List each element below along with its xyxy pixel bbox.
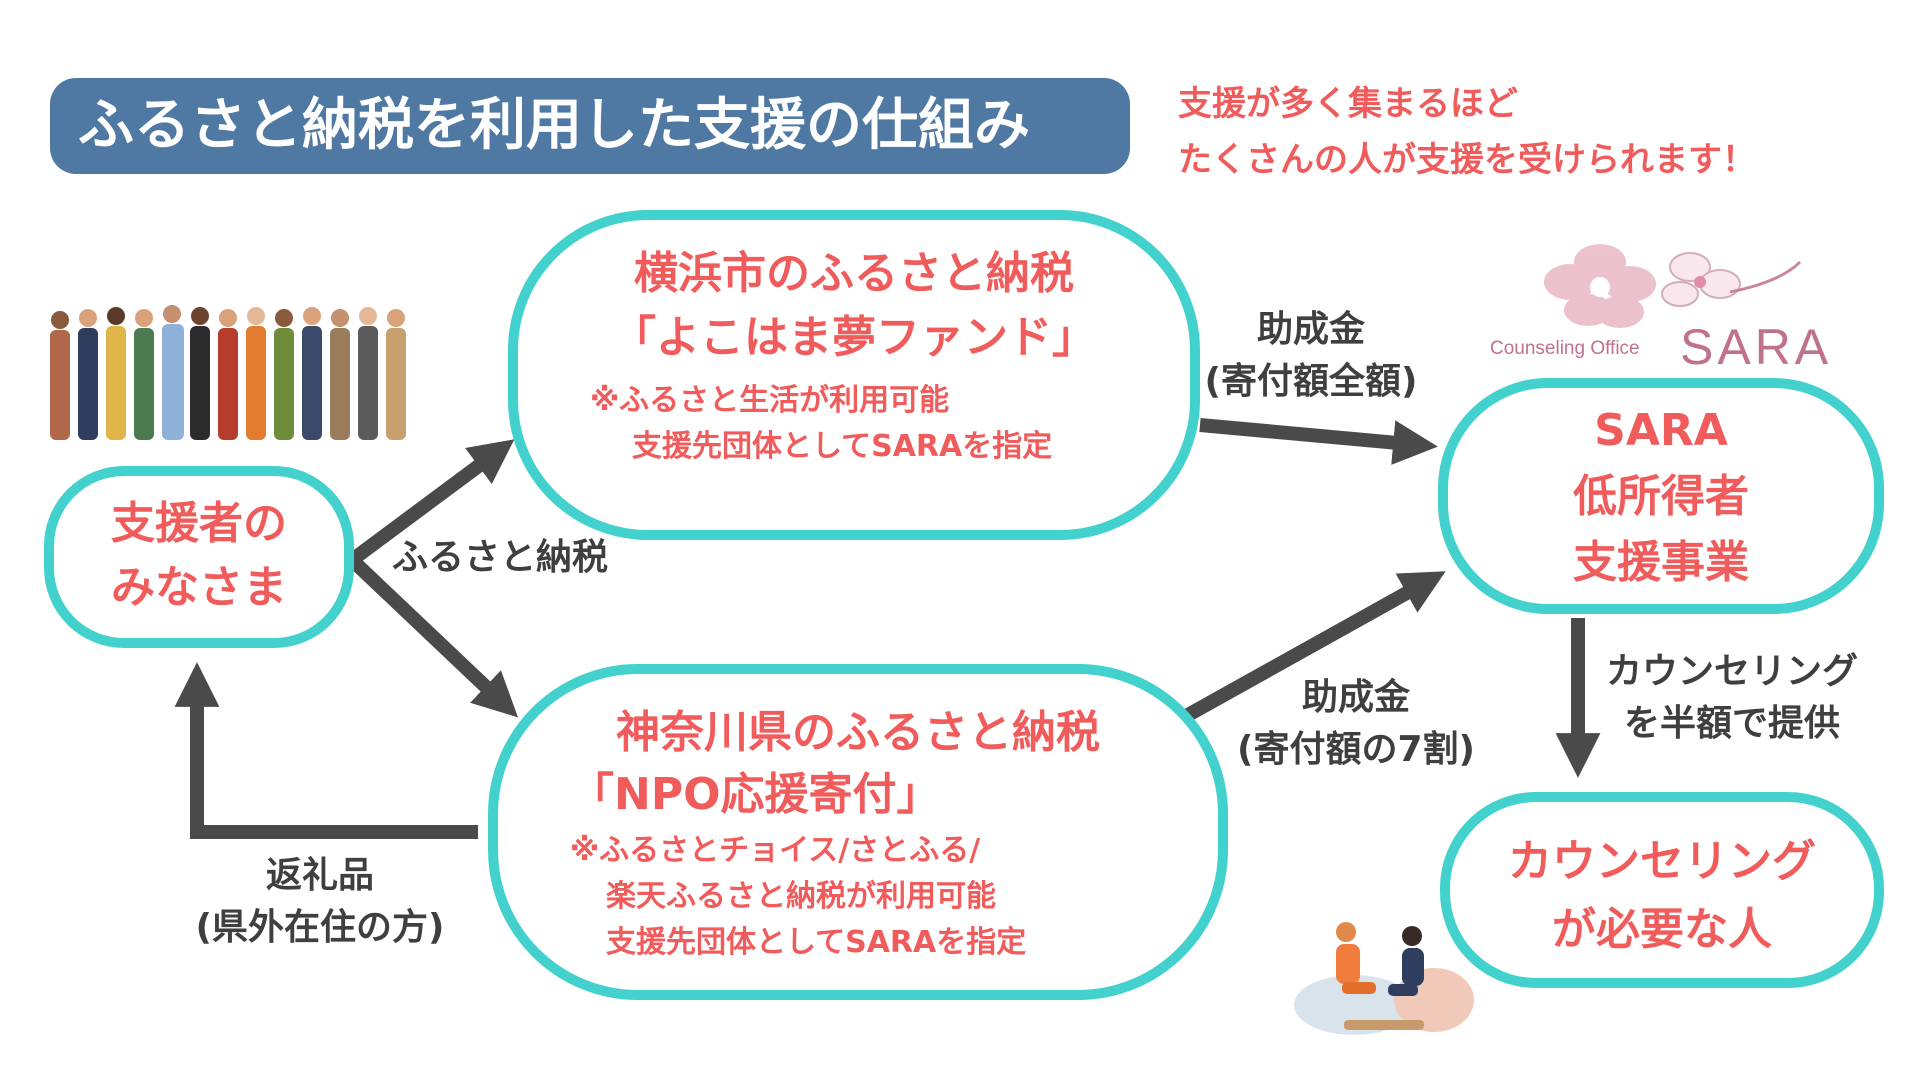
yokohama-note-2: 支援先団体としてSARAを指定: [632, 429, 1053, 464]
people-line-2: が必要な人: [1552, 904, 1772, 955]
yokohama-title-1: 横浜市のふるさと納税: [634, 248, 1074, 299]
kanagawa-note-1: ※ふるさとチョイス/さとふる/: [570, 833, 981, 868]
page-title: ふるさと納税を利用した支援の仕組み: [50, 78, 1130, 174]
label-counseling-offer: カウンセリング を半額で提供: [1582, 646, 1882, 750]
node-yokohama: 横浜市のふるさと納税 「よこはま夢ファンド」 ※ふるさと生活が利用可能 支援先団…: [508, 210, 1200, 540]
node-supporters: 支援者の みなさま: [44, 466, 354, 648]
arrow-to-kanagawa: [347, 554, 519, 718]
label-grant-1: 助成金 (寄付額全額): [1196, 304, 1426, 408]
kanagawa-note-2: 楽天ふるさと納税が利用可能: [606, 879, 996, 914]
yokohama-note-1: ※ふるさと生活が利用可能: [590, 383, 950, 418]
gift-title: 返礼品: [265, 855, 374, 896]
arrow-kanagawa-to-sara: [1184, 571, 1446, 722]
arrow-gift-return: [174, 662, 478, 839]
grant-1-detail: (寄付額全額): [1204, 361, 1418, 402]
counseling-offer-line-2: を半額で提供: [1623, 703, 1840, 744]
flower-logo-icon: [1544, 244, 1802, 328]
yokohama-title-2: 「よこはま夢ファンド」: [612, 312, 1096, 363]
sara-line-1: SARA: [1594, 405, 1728, 456]
kanagawa-note-3: 支援先団体としてSARAを指定: [606, 925, 1027, 960]
logo-big-text: SARA: [1680, 319, 1833, 375]
gift-detail: (県外在住の方): [195, 907, 445, 948]
note-text: 支援が多く集まるほど たくさんの人が支援を受けられます！: [1178, 76, 1756, 188]
supporters-line-1: 支援者の: [111, 498, 287, 549]
supporters-line-2: みなさま: [111, 562, 287, 613]
counseling-illustration: [1284, 910, 1484, 1040]
counseling-offer-line-1: カウンセリング: [1605, 651, 1858, 692]
sara-line-3: 支援事業: [1573, 537, 1749, 588]
grant-2-title: 助成金: [1301, 677, 1410, 718]
grant-2-detail: (寄付額の7割): [1237, 729, 1475, 770]
node-sara: SARA 低所得者 支援事業: [1438, 378, 1884, 614]
sara-logo: Counseling Office SARA: [1480, 222, 1840, 382]
grant-1-title: 助成金: [1256, 309, 1365, 350]
kanagawa-title-1: 神奈川県のふるさと納税: [616, 707, 1100, 758]
note-line-2: たくさんの人が支援を受けられます！: [1178, 140, 1756, 180]
crowd-illustration: [40, 300, 430, 450]
node-kanagawa: 神奈川県のふるさと納税 「NPO応援寄付」 ※ふるさとチョイス/さとふる/ 楽天…: [488, 664, 1228, 1000]
label-gift: 返礼品 (県外在住の方): [180, 850, 460, 954]
note-line-1: 支援が多く集まるほど: [1178, 84, 1518, 124]
label-grant-2: 助成金 (寄付額の7割): [1226, 672, 1486, 776]
arrow-to-yokohama: [347, 439, 515, 566]
arrow-yokohama-to-sara: [1199, 418, 1438, 465]
label-furusato: ふるさと納税: [392, 537, 609, 578]
logo-small-text: Counseling Office: [1490, 338, 1640, 359]
people-line-1: カウンセリング: [1508, 836, 1816, 887]
kanagawa-title-2: 「NPO応援寄付」: [570, 769, 941, 820]
node-people: カウンセリング が必要な人: [1440, 792, 1884, 988]
sara-line-2: 低所得者: [1573, 471, 1749, 522]
